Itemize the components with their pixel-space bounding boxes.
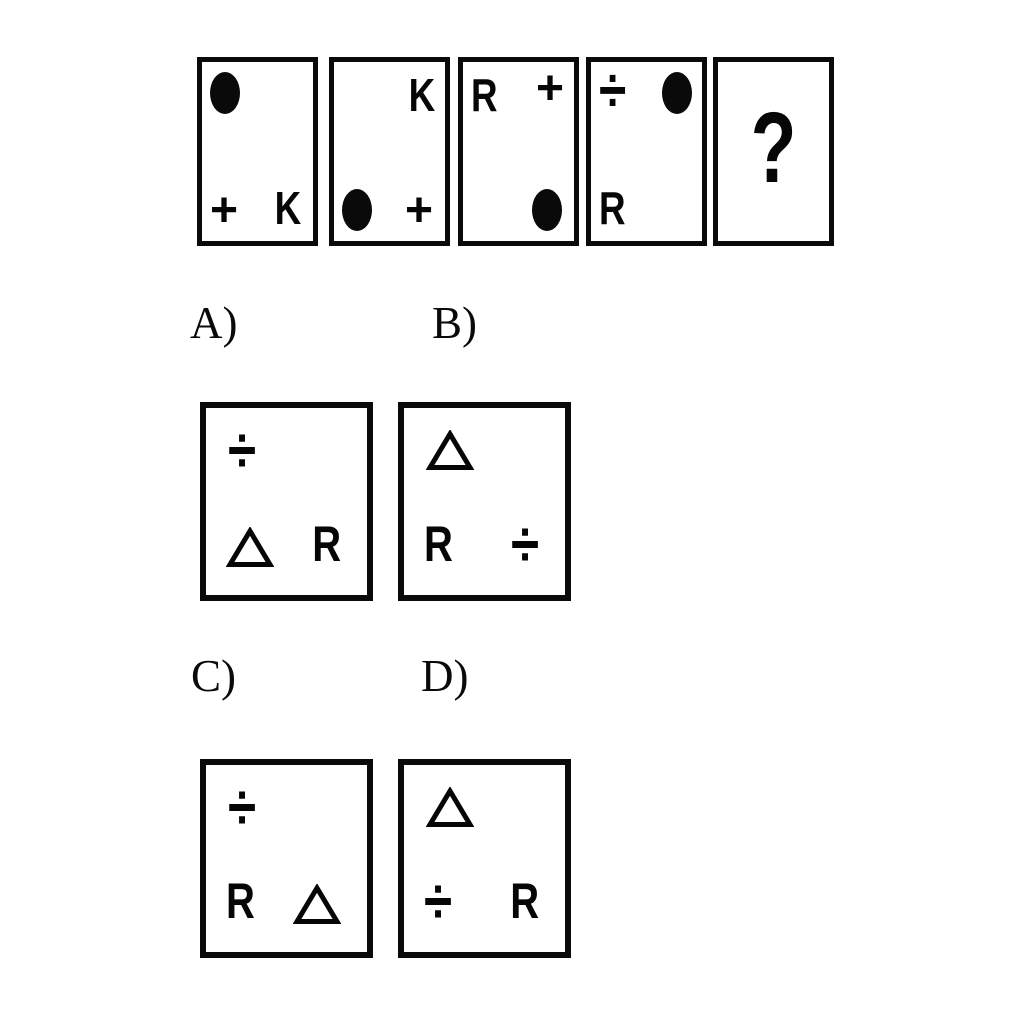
option-label-b: B): [432, 298, 477, 348]
divide-icon: ÷: [510, 508, 539, 580]
triangle-icon: [426, 430, 474, 472]
divide-icon: ÷: [424, 865, 453, 937]
letter-K: K: [408, 69, 435, 121]
option-label-c: C): [191, 651, 236, 701]
oval-icon: [532, 189, 562, 231]
plus-icon: +: [404, 184, 433, 237]
letter-R: R: [599, 182, 626, 234]
oval-icon: [662, 72, 692, 114]
sequence-card: R+: [458, 57, 579, 246]
sequence-card: K+: [329, 57, 450, 246]
triangle-icon: [426, 787, 474, 829]
triangle-icon: [226, 527, 274, 569]
divide-icon: ÷: [228, 414, 257, 486]
divide-icon: ÷: [599, 56, 627, 125]
sequence-card-question: ?: [713, 57, 834, 246]
letter-R: R: [312, 516, 341, 572]
option-card-d[interactable]: ÷R: [398, 759, 571, 958]
letter-K: K: [274, 182, 301, 234]
letter-R: R: [226, 873, 255, 929]
sequence-card: ÷R: [586, 57, 707, 246]
option-label-a: A): [190, 298, 238, 348]
plus-icon: +: [535, 62, 564, 115]
divide-icon: ÷: [228, 771, 257, 843]
question-mark: ?: [750, 91, 797, 204]
letter-R: R: [510, 873, 539, 929]
letter-R: R: [471, 69, 498, 121]
letter-R: R: [424, 516, 453, 572]
option-label-d: D): [421, 651, 469, 701]
option-card-a[interactable]: ÷R: [200, 402, 373, 601]
triangle-icon: [293, 884, 341, 926]
plus-icon: +: [210, 184, 239, 237]
sequence-card: +K: [197, 57, 318, 246]
option-card-c[interactable]: ÷R: [200, 759, 373, 958]
option-card-b[interactable]: R÷: [398, 402, 571, 601]
oval-icon: [210, 72, 240, 114]
oval-icon: [342, 189, 372, 231]
